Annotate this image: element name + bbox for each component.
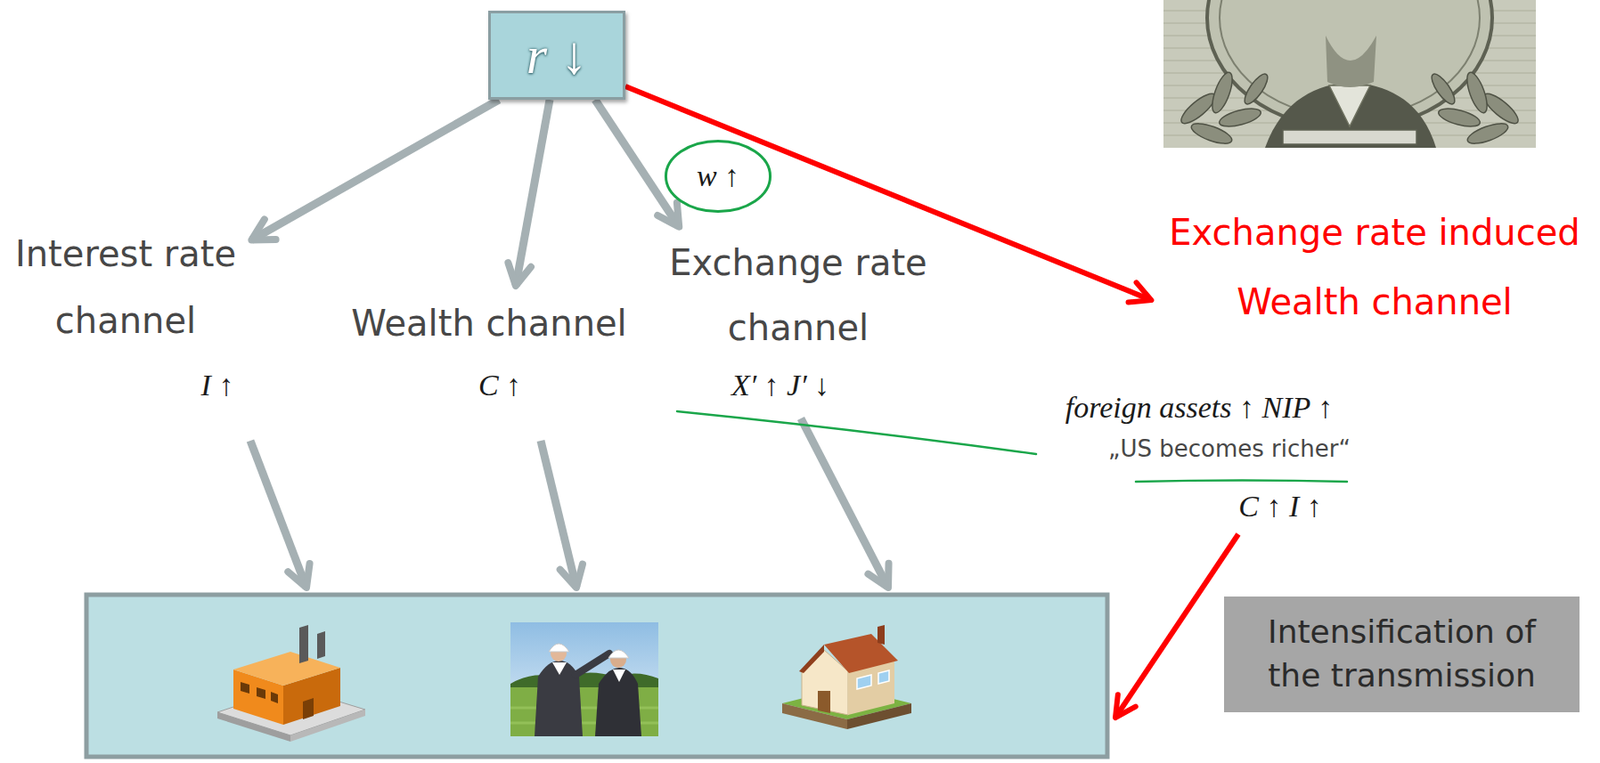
transmission-arrows — [250, 418, 1239, 719]
channel-label: Exchange rate channel — [660, 230, 937, 361]
factory-icon — [299, 625, 309, 664]
effect-formula: C ↑ — [478, 367, 522, 404]
channel-node: Wealth channel C ↑ — [345, 290, 632, 404]
red-arrow — [1115, 534, 1239, 719]
dollar-bill-picture — [1325, 35, 1377, 88]
factory-icon — [240, 682, 250, 694]
dollar-bill-picture — [1265, 81, 1437, 148]
circled-note: w ↑ — [663, 138, 773, 215]
dollar-bill-picture — [1217, 105, 1264, 131]
circle-outline — [665, 140, 770, 212]
factory-icon — [302, 698, 314, 720]
house-icon — [817, 691, 831, 714]
dollar-bill-picture — [1282, 130, 1417, 145]
house-icon — [878, 670, 890, 685]
channel-node: Interest rate channel I ↑ — [3, 220, 248, 404]
connector-arrow — [595, 99, 679, 228]
businessmen-photo — [595, 668, 642, 737]
factory-icon — [240, 682, 278, 704]
dollar-bill-picture — [1465, 119, 1511, 147]
channel-node: Exchange rate induced Wealth channel — [1155, 197, 1594, 337]
dollar-bill-picture — [1428, 71, 1459, 108]
dollar-bill-picture — [1208, 70, 1236, 116]
grey-arrow — [800, 418, 889, 588]
dollar-bill-picture — [1436, 105, 1483, 131]
rate-symbol: r ↓ — [526, 25, 588, 85]
dollar-bill-picture — [1207, 0, 1493, 130]
house-icon — [782, 625, 912, 730]
effect-formula: foreign assets ↑ NIP ↑ — [1065, 390, 1333, 426]
dollar-bill-picture — [1240, 71, 1272, 108]
businessmen-photo — [608, 650, 629, 659]
house-icon — [877, 625, 885, 645]
channel-label: Exchange rate induced Wealth channel — [1160, 197, 1589, 337]
house-icon — [799, 644, 825, 674]
factory-icon — [270, 692, 278, 704]
channel-label: Interest rate channel — [8, 220, 243, 355]
dollar-bill-picture — [1176, 70, 1522, 148]
grey-arrow — [540, 440, 577, 588]
effect-formula: X′ ↑ J′ ↓ — [731, 367, 830, 404]
channel-node: Exchange rate channel X′ ↑ J′ ↓ — [654, 230, 942, 404]
note-text: Intensification of the transmission — [1234, 611, 1569, 698]
businessmen-photo — [510, 622, 659, 737]
wage-formula: w ↑ — [696, 158, 740, 195]
factory-icon — [233, 652, 341, 686]
dollar-bill-picture — [1329, 85, 1371, 127]
channel-label: Wealth channel — [351, 290, 627, 358]
dollar-bill-picture — [1462, 70, 1491, 116]
green-underline — [1135, 481, 1347, 483]
dollar-bill-picture — [1163, 0, 1536, 148]
businessmen-photo — [575, 653, 610, 676]
note-box: Intensification of the transmission — [1224, 596, 1580, 713]
effect-formula: C ↑ I ↑ — [1238, 489, 1323, 525]
economy-panel — [86, 595, 1108, 758]
factory-icon — [256, 687, 266, 700]
house-icon — [824, 634, 898, 674]
effect-formula: I ↑ — [201, 367, 235, 404]
economy-panel — [86, 595, 1108, 758]
grey-arrow — [250, 440, 307, 588]
connector-arrow — [251, 99, 499, 241]
businessmen-photo — [548, 644, 570, 653]
factory-icon — [317, 631, 326, 660]
connector-arrow — [515, 99, 550, 286]
rate-box: r ↓ — [488, 10, 626, 100]
businessmen-photo — [510, 622, 659, 737]
green-underline — [677, 411, 1037, 455]
businessmen-photo — [552, 662, 567, 676]
dollar-bill-picture — [1189, 119, 1235, 147]
quote-text: „US becomes richer“ — [1108, 432, 1351, 466]
factory-icon — [217, 625, 366, 743]
businessmen-photo — [612, 669, 626, 683]
house-icon — [857, 675, 872, 690]
